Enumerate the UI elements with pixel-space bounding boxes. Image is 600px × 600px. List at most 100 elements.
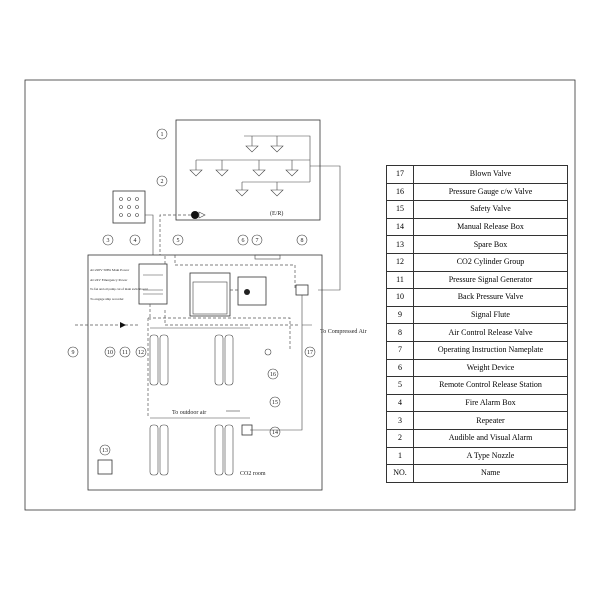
manual-release-box: [241, 424, 253, 436]
legend-name: Weight Device: [413, 358, 568, 378]
callout-9: 9: [67, 346, 79, 358]
engine-room-label: (E/R): [270, 210, 283, 217]
legend-header-name: Name: [413, 464, 568, 483]
callout-16: 16: [267, 368, 279, 380]
legend-name: Fire Alarm Box: [413, 393, 568, 413]
svg-text:3: 3: [107, 238, 110, 244]
legend-no: 12: [386, 252, 414, 272]
callout-15: 15: [269, 396, 281, 408]
spare-box: [97, 459, 113, 475]
legend-no: 6: [386, 358, 414, 378]
callout-5: 5: [172, 234, 184, 246]
legend-no: 16: [386, 182, 414, 202]
callout-12: 12: [135, 346, 147, 358]
legend-name: Remote Control Release Station: [413, 376, 568, 395]
callout-10: 10: [104, 346, 116, 358]
co2-room-label: CO2 room: [240, 471, 266, 477]
back-pressure-valve-icon: [120, 322, 126, 328]
audible-visual-alarm-icon: [191, 211, 206, 219]
legend-no: 15: [386, 200, 414, 219]
legend-name: Pressure Gauge c/w Valve: [413, 182, 568, 202]
svg-text:5: 5: [177, 238, 180, 244]
fire-alarm-box: [138, 263, 168, 305]
callout-7: 7: [251, 234, 263, 246]
legend-name: Signal Flute: [413, 305, 568, 325]
legend-name: Manual Release Box: [413, 217, 568, 237]
svg-text:4: 4: [134, 238, 137, 244]
engine-room-box: [175, 119, 321, 221]
legend-no: 1: [386, 446, 414, 466]
legend-name: Operating Instruction Nameplate: [413, 340, 568, 360]
callout-3: 3: [102, 234, 114, 246]
legend-name: Back Pressure Valve: [413, 288, 568, 307]
callout-8: 8: [296, 234, 308, 246]
svg-text:14: 14: [272, 430, 278, 436]
svg-text:7: 7: [256, 238, 259, 244]
callout-4: 4: [129, 234, 141, 246]
legend-header-row: NO.Name: [386, 464, 568, 483]
power-label: To fan and oil pump cut of main switchbo…: [90, 287, 148, 291]
legend-no: 14: [386, 217, 414, 237]
svg-text:15: 15: [272, 400, 278, 406]
legend-name: Air Control Release Valve: [413, 323, 568, 342]
callout-1: 1: [156, 128, 168, 140]
svg-text:6: 6: [242, 238, 245, 244]
legend-no: 5: [386, 376, 414, 395]
legend-no: 2: [386, 428, 414, 448]
legend-name: Blown Valve: [413, 165, 568, 184]
callout-17: 17: [304, 346, 316, 358]
svg-text:17: 17: [307, 350, 313, 356]
svg-text:11: 11: [122, 350, 128, 356]
svg-text:16: 16: [270, 372, 276, 378]
legend-name: Pressure Signal Generator: [413, 270, 568, 290]
drawing-frame: [24, 79, 576, 511]
svg-text:10: 10: [107, 350, 113, 356]
legend-name: CO2 Cylinder Group: [413, 252, 568, 272]
power-label: AC24V Emergency Power: [90, 278, 128, 282]
svg-text:8: 8: [301, 238, 304, 244]
callout-6: 6: [237, 234, 249, 246]
repeater-panel: [112, 190, 146, 224]
svg-text:13: 13: [102, 448, 108, 454]
legend-no: 13: [386, 235, 414, 254]
nozzle-piping: [189, 135, 341, 291]
legend-no: 9: [386, 305, 414, 325]
power-label: AC220V 50Hz Main Power: [90, 268, 130, 272]
instruction-nameplate: [254, 254, 281, 260]
co2-cylinder-group: [147, 317, 291, 476]
svg-text:12: 12: [138, 350, 144, 356]
legend-no: 4: [386, 393, 414, 413]
callout-2: 2: [156, 175, 168, 187]
legend-name: Spare Box: [413, 235, 568, 254]
weight-device: [237, 276, 267, 306]
svg-text:2: 2: [161, 179, 164, 185]
legend-name: Repeater: [413, 411, 568, 430]
svg-text:9: 9: [72, 350, 75, 356]
outdoor-air-label: To outdoor air: [172, 410, 206, 416]
legend-name: Safety Valve: [413, 200, 568, 219]
legend-name: Audible and Visual Alarm: [413, 428, 568, 448]
legend-no: 10: [386, 288, 414, 307]
callout-13: 13: [99, 444, 111, 456]
callout-14: 14: [269, 426, 281, 438]
compressed-air-label: To Compressed Air: [320, 329, 367, 335]
svg-text:1: 1: [161, 132, 164, 138]
